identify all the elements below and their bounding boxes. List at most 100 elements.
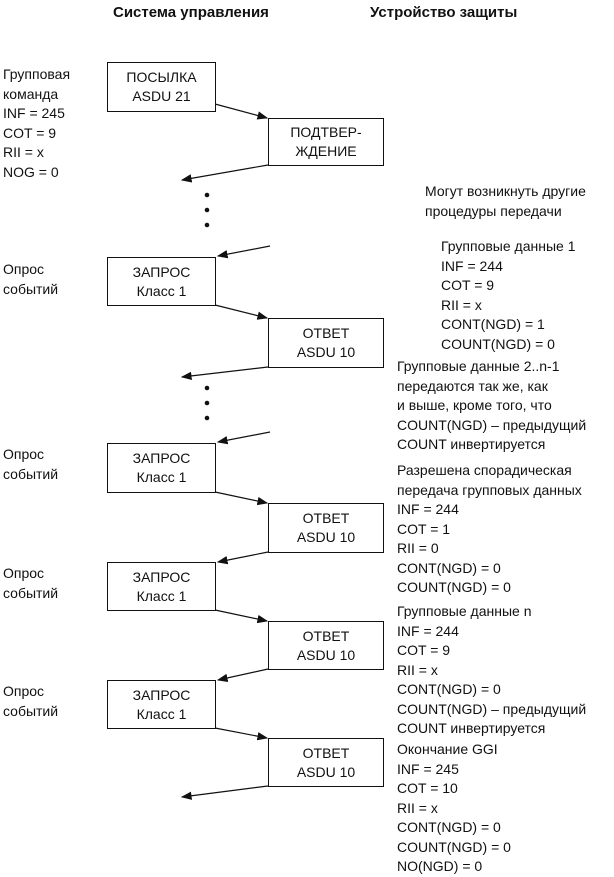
note-line: CONT(NGD) = 0 (397, 819, 501, 835)
note-line: INF = 244 (397, 501, 459, 517)
note-line: CONT(NGD) = 0 (397, 681, 501, 697)
left-note-poll-3: Опрос событий (3, 564, 58, 603)
note-line: RII = 0 (397, 540, 439, 556)
note-line: событий (3, 280, 59, 297)
left-note-poll-1: Опрос событий (3, 260, 58, 299)
box-response-4: ОТВЕТ ASDU 10 (268, 738, 384, 787)
box-response-1: ОТВЕТ ASDU 10 (268, 318, 384, 368)
box-request-1: ЗАПРОС Класс 1 (107, 257, 216, 306)
note-line: RII = x (441, 296, 482, 313)
note-line: Окончание GGI (397, 741, 498, 757)
note-line: Опрос (3, 683, 45, 699)
note-line: и выше, кроме того, что (397, 397, 552, 413)
note-line: Опрос (3, 565, 45, 581)
note-line: COT = 9 (397, 642, 451, 658)
continuation-dot (204, 222, 210, 228)
note-line: процедуры передачи (425, 202, 562, 219)
arrow-request-4-to-response-4 (214, 727, 269, 741)
arrow-ack-out (180, 164, 269, 183)
continuation-dot (204, 192, 210, 198)
arrow-response-3-to-request-4 (216, 668, 269, 683)
arrow-in-request-2 (216, 431, 271, 445)
box-request-2: ЗАПРОС Класс 1 (107, 443, 216, 493)
note-line: INF = 245 (397, 760, 459, 777)
note-line: команда (3, 85, 59, 102)
box-line: ASDU 10 (296, 529, 356, 545)
arrow-request-3-to-response-3 (214, 609, 269, 624)
arrow-request-2-to-response-2 (214, 491, 269, 506)
note-line: Групповые данные n (397, 603, 532, 619)
note-line: COT = 9 (441, 277, 495, 293)
box-confirmation: ПОДТВЕР- ЖДЕНИЕ (268, 118, 384, 166)
box-response-2: ОТВЕТ ASDU 10 (268, 503, 384, 553)
box-line: Класс 1 (136, 469, 187, 485)
left-note-poll-2: Опрос событий (3, 445, 58, 484)
note-line: INF = 245 (3, 105, 65, 121)
box-line: ОТВЕТ (302, 325, 350, 341)
box-line: ОТВЕТ (302, 510, 350, 526)
right-note-group-data-2-n-1: Групповые данные 2..n-1 передаются так же… (397, 357, 586, 455)
box-line: ЖДЕНИЕ (295, 143, 357, 159)
note-line: CONT(NGD) = 1 (441, 316, 545, 332)
box-line: ОТВЕТ (302, 627, 350, 644)
box-response-3: ОТВЕТ ASDU 10 (268, 621, 384, 670)
note-line: CONT(NGD) = 0 (397, 559, 501, 576)
box-request-3: ЗАПРОС Класс 1 (107, 562, 216, 611)
note-line: событий (3, 702, 59, 719)
box-line: ASDU 10 (296, 344, 356, 360)
box-line: ПОДТВЕР- (290, 124, 362, 140)
note-line: COUNT(NGD) – предыдущий (397, 416, 587, 433)
note-line: COT = 1 (397, 520, 451, 537)
continuation-dot (204, 400, 210, 406)
continuation-dot (204, 207, 210, 213)
arrow-response-4-out (180, 785, 269, 800)
box-line: ЗАПРОС (132, 263, 191, 280)
note-line: NOG = 0 (3, 163, 59, 180)
arrow-request-1-to-response-1 (214, 304, 269, 320)
note-line: событий (3, 584, 59, 601)
box-line: ASDU 10 (296, 763, 356, 780)
note-line: COUNT(NGD) = 0 (397, 579, 511, 595)
box-line: Класс 1 (136, 587, 187, 604)
note-line: Групповые данные 2..n-1 (397, 358, 560, 374)
note-line: NO(NGD) = 0 (397, 858, 483, 874)
note-line: Опрос (3, 261, 45, 277)
box-line: ПОСЫЛКА (126, 69, 197, 85)
note-line: передача групповых данных (397, 481, 582, 498)
box-line: ЗАПРОС (132, 450, 191, 466)
note-line: COT = 10 (397, 780, 458, 796)
arrow-send-to-ack (214, 103, 269, 120)
note-line: COUNT инвертируется (397, 720, 546, 736)
note-line: событий (3, 465, 59, 482)
note-line: RII = x (397, 799, 438, 816)
header-protection-device: Устройство защиты (370, 4, 518, 21)
box-line: ASDU 10 (296, 646, 356, 663)
arrow-in-request-1 (216, 245, 271, 259)
note-line: COT = 9 (3, 124, 57, 141)
continuation-dot (204, 415, 210, 421)
note-line: COUNT инвертируется (397, 436, 546, 452)
note-line: Опрос (3, 446, 45, 462)
note-line: Разрешена спорадическая (397, 462, 572, 478)
box-line: ЗАПРОС (132, 568, 191, 585)
note-line: COUNT(NGD) – предыдущий (397, 700, 587, 717)
box-line: Класс 1 (136, 282, 187, 299)
note-line: RII = x (397, 661, 438, 678)
note-line: Групповая (3, 66, 71, 82)
box-line: Класс 1 (136, 705, 187, 722)
box-line: ОТВЕТ (302, 744, 350, 761)
continuation-dot (204, 385, 210, 391)
note-line: передаются так же, как (397, 377, 548, 394)
note-line: Групповые данные 1 (441, 238, 576, 254)
note-line: INF = 244 (441, 257, 503, 274)
header-control-system: Система управления (113, 4, 269, 21)
left-note-poll-4: Опрос событий (3, 682, 58, 721)
